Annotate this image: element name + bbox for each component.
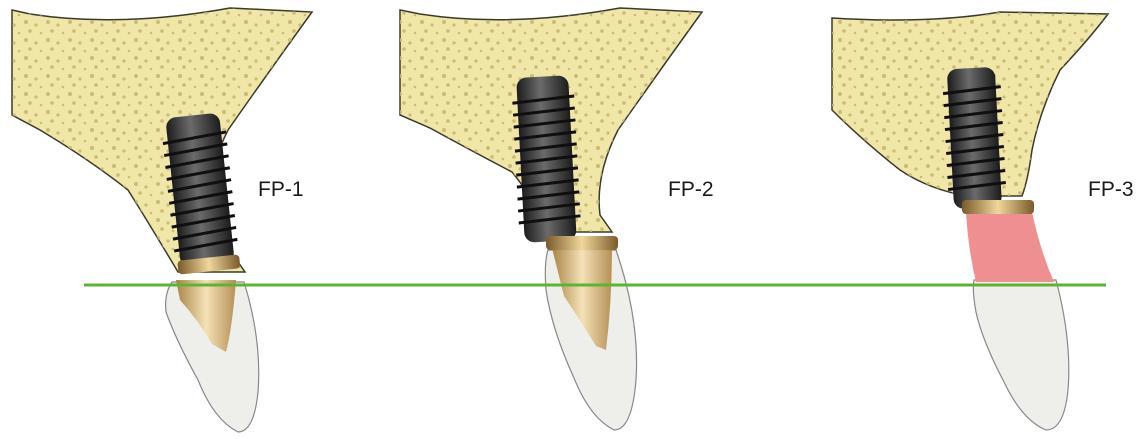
panel-fp1: FP-1 bbox=[12, 8, 312, 432]
crown-fp3 bbox=[973, 280, 1068, 430]
label-fp2: FP-2 bbox=[668, 178, 714, 201]
panel-fp2: FP-2 bbox=[400, 8, 714, 430]
pink-gingiva-fp3 bbox=[966, 212, 1054, 282]
implant-fp3 bbox=[942, 67, 1007, 210]
label-fp1: FP-1 bbox=[258, 178, 304, 201]
collar-fp3 bbox=[962, 200, 1034, 214]
collar-fp2 bbox=[546, 236, 618, 250]
label-fp3: FP-3 bbox=[1088, 178, 1134, 201]
panel-fp3: FP-3 bbox=[832, 12, 1134, 430]
